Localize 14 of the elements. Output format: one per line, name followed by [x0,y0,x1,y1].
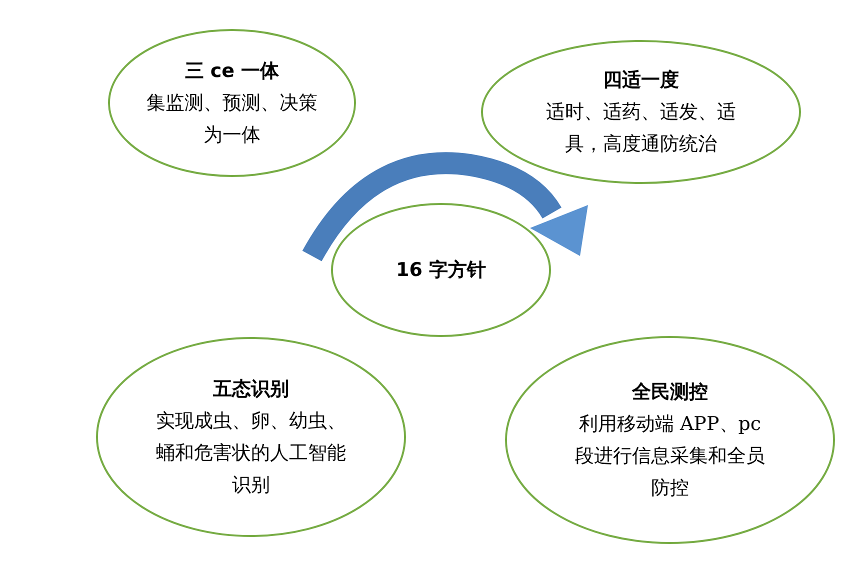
node-heading: 16 字方针 [396,258,486,283]
ellipse-node [505,336,835,544]
ellipse-node [331,203,551,337]
ellipse-node [108,29,356,177]
node-text: 集监测、预测、决策为一体 [146,91,318,148]
node-heading: 四适一度 [603,68,679,93]
node-heading: 全民测控 [632,380,708,405]
node-text: 实现成虫、卵、幼虫、蛹和危害状的人工智能识别 [155,409,347,498]
ellipse-node [481,40,801,184]
node-heading: 三 ce 一体 [184,59,280,84]
node-text: 适时、适药、适发、适具，高度通防统治 [545,100,737,157]
node-text: 利用移动端 APP、pc 段进行信息采集和全员防控 [574,412,766,501]
node-heading: 五态识别 [213,377,289,402]
ellipse-node [96,337,406,537]
